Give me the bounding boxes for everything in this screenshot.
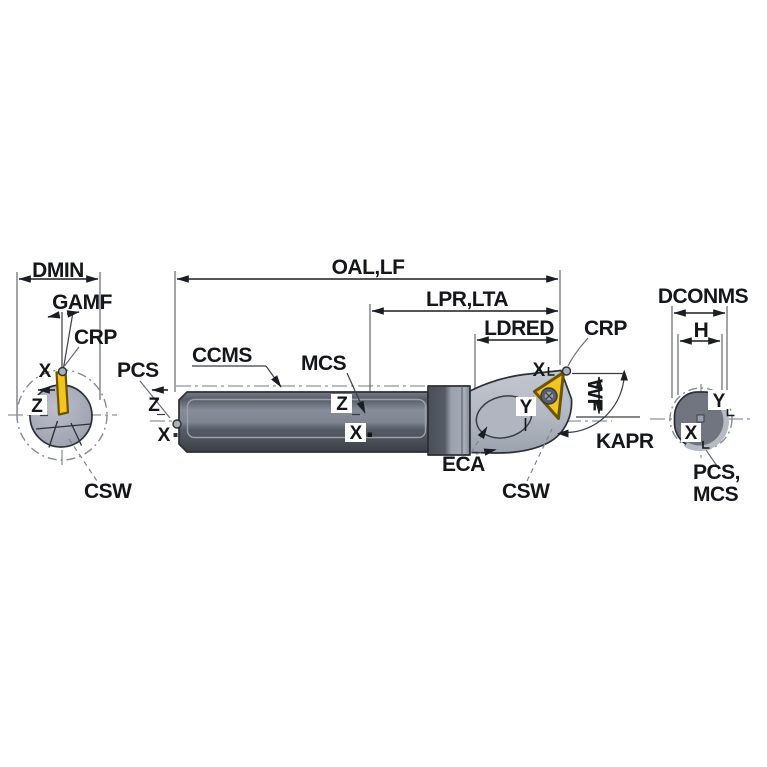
ccms-callout: CCMS <box>192 344 282 388</box>
mcs-callout: MCS <box>301 352 366 414</box>
bar-body <box>178 391 429 453</box>
lpr-dimension: LPR,LTA <box>369 288 559 419</box>
left-insert-edge <box>55 370 70 416</box>
mcs-axis-labels: Z X <box>331 394 372 444</box>
left-pocket-lines <box>35 420 92 448</box>
pcs-label: PCS <box>117 359 159 382</box>
csw-right-callout: CSW <box>502 428 553 503</box>
main-side-view: OAL,LF LPR,LTA LDRED <box>117 256 654 503</box>
dconms-dimension: DCONMS <box>658 285 749 404</box>
pcs-z-axis-label: Z <box>148 395 160 416</box>
crp-point-left <box>57 366 68 377</box>
lpr-label: LPR,LTA <box>426 288 508 311</box>
head-x-axis-label: X <box>533 360 546 381</box>
csw-left-callout: CSW <box>68 438 133 503</box>
pcs-callout: PCS Z X <box>117 359 182 446</box>
h-dimension: H <box>677 319 723 395</box>
eca-label: ECA <box>442 453 485 476</box>
left-x-axis-label: X <box>39 361 52 382</box>
pcs-x-axis-label: X <box>158 425 171 446</box>
right-shank-view: DCONMS H Y X PCS, MCS <box>650 285 753 506</box>
head-y-axis-label: Y <box>520 397 533 418</box>
crp-left-callout: CRP <box>64 326 118 367</box>
pcs-mcs-callout: PCS, MCS <box>693 449 741 506</box>
ldred-label: LDRED <box>484 317 554 340</box>
crp-right-callout: CRP <box>567 317 628 367</box>
mcs-z-axis-label: Z <box>336 394 348 415</box>
left-z-axis-label: Z <box>31 396 43 417</box>
head-axis-labels: X Y <box>516 360 555 431</box>
dmin-dimension: DMIN <box>16 259 101 420</box>
mcs-x-axis-label: X <box>350 423 363 444</box>
ldred-dimension: LDRED <box>474 317 559 392</box>
crp-left-label: CRP <box>74 326 117 349</box>
shank-center-mark <box>696 414 705 423</box>
pcs-mcs-label-line2: MCS <box>693 483 739 506</box>
eca-callout: ECA <box>442 426 497 476</box>
dconms-label: DCONMS <box>658 285 749 308</box>
h-label: H <box>694 319 709 342</box>
left-section-view: DMIN GAMF CRP X Z <box>8 259 133 503</box>
mcs-label: MCS <box>301 352 347 375</box>
wf-dimension: WF <box>572 372 640 418</box>
right-y-axis-label: Y <box>713 391 726 412</box>
crp-point-right <box>561 366 572 376</box>
pcs-mcs-label-line1: PCS, <box>693 461 740 484</box>
right-outer-dashed-circle <box>669 387 733 451</box>
right-x-axis-label: X <box>685 423 698 444</box>
left-axis-labels: X Z <box>26 361 55 417</box>
pcs-point <box>172 419 182 429</box>
oal-label: OAL,LF <box>332 256 405 279</box>
bar-collar <box>427 385 471 456</box>
gamf-dimension: GAMF <box>47 291 113 369</box>
insert-screw <box>540 387 558 405</box>
gamf-label: GAMF <box>52 291 112 314</box>
dmin-label: DMIN <box>32 259 84 282</box>
csw-left-label: CSW <box>84 480 132 503</box>
bar-inner-panel <box>186 398 427 439</box>
oal-dimension: OAL,LF <box>174 256 561 392</box>
ccms-label: CCMS <box>192 344 252 367</box>
wf-label: WF <box>583 379 606 411</box>
right-axis-labels: Y X <box>681 390 735 449</box>
csw-right-label: CSW <box>502 480 550 503</box>
kapr-label: KAPR <box>596 430 654 453</box>
kapr-dimension: KAPR <box>557 369 654 453</box>
crp-right-label: CRP <box>584 317 627 340</box>
